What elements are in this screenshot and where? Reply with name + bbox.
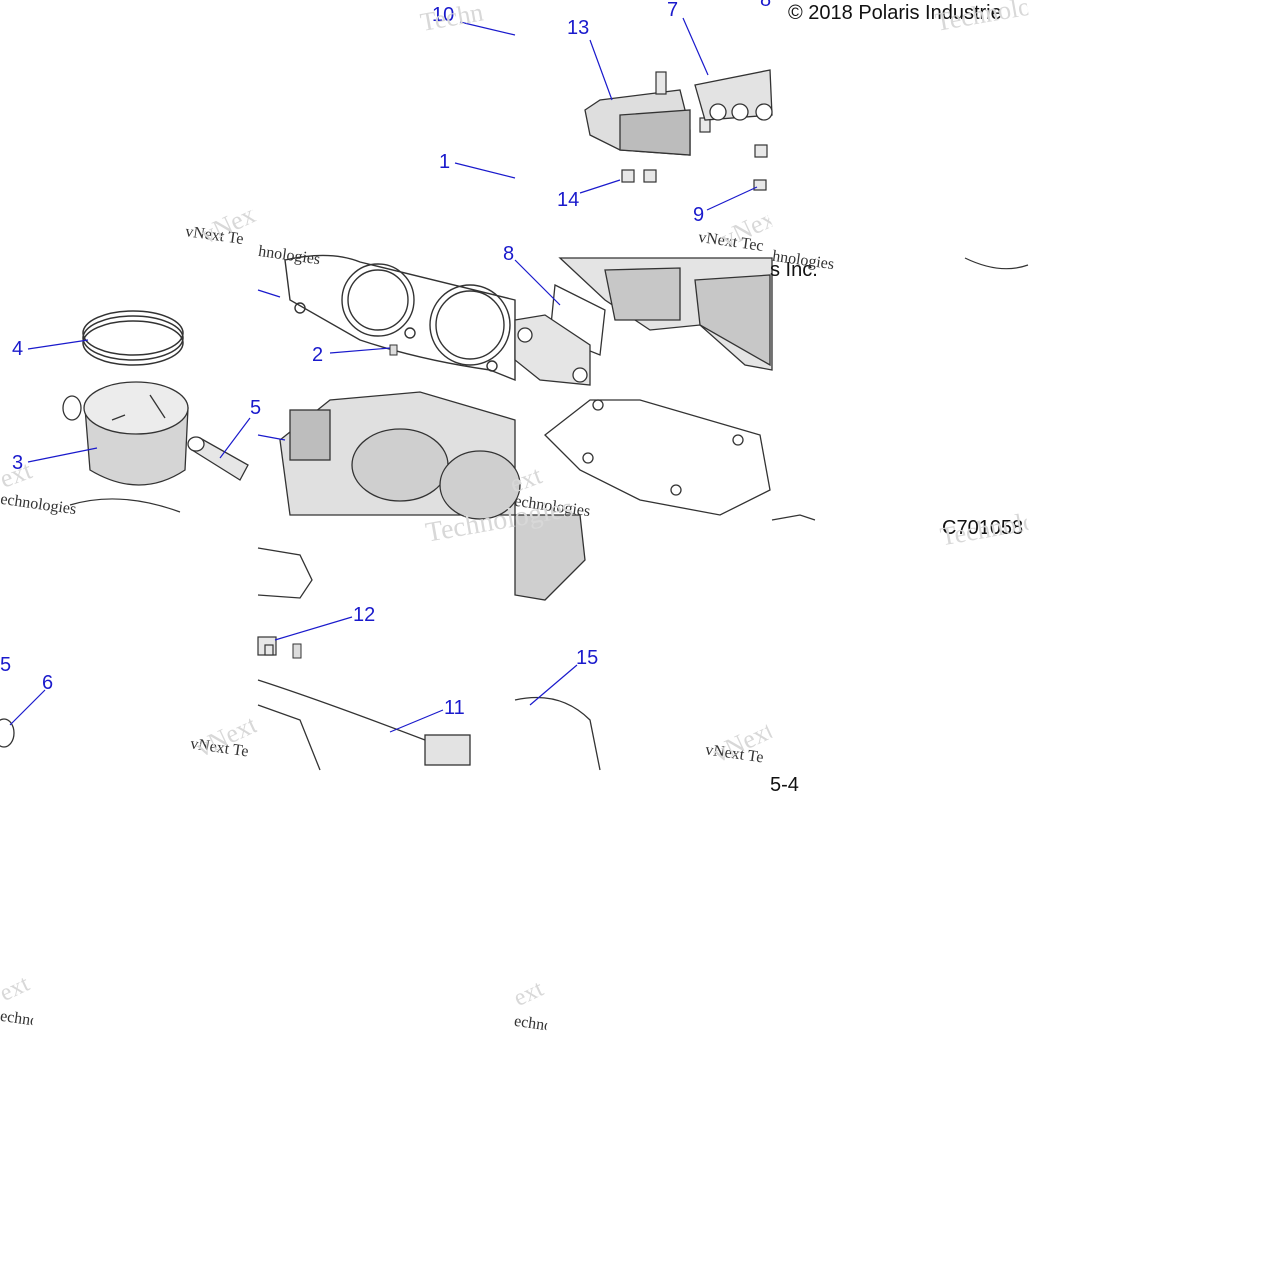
head-gasket [284,254,516,382]
circlip [62,395,82,421]
edge-detail-2 [771,514,816,521]
base-gasket [544,399,771,516]
callout-8: 8 [760,0,772,11]
callout-11: 11 [444,697,465,719]
heat-shield [584,89,691,156]
callout-7: 7 [667,0,679,21]
part-code: C701058 [942,517,1024,539]
cylinder-block [279,391,521,520]
callout-13: 13 [567,17,590,39]
callout-14: 14 [557,189,580,211]
leader-lines [9,17,758,733]
callout-12: 12 [353,604,376,626]
copyright-text: © 2018 Polaris Industrie [788,2,1002,24]
wrist-pin [187,436,249,481]
callout-5: 5 [250,397,262,419]
piston [83,381,189,486]
callout-6: 6 [42,672,54,694]
callout-2: 2 [312,344,324,366]
block-corner [514,514,586,601]
callout-1: 1 [439,151,451,173]
o-ring [0,718,15,748]
edge-detail [964,257,1029,270]
page-ref: 5-4 [770,775,799,795]
bolt-12 [257,636,277,656]
callout-4: 4 [12,338,24,360]
callout-15: 15 [576,647,599,669]
gasket-arc [514,696,601,771]
cylinder-head [558,257,773,371]
callout-9: 9 [693,204,705,226]
copyright-tail: s Inc. [770,259,818,281]
dowel [389,344,398,356]
temperature-sensor [257,679,471,766]
water-outlet [694,69,773,121]
callout-10: 10 [432,4,455,26]
dowel-lower [292,643,302,659]
bolts [621,71,768,191]
callout-5b: 5 [0,654,12,676]
thermostat-housing [514,283,606,386]
gasket-edge [69,498,181,513]
gasket-lower [257,547,321,771]
piston-rings [82,310,184,366]
callout-8b: 8 [503,243,515,265]
callout-3: 3 [12,452,24,474]
